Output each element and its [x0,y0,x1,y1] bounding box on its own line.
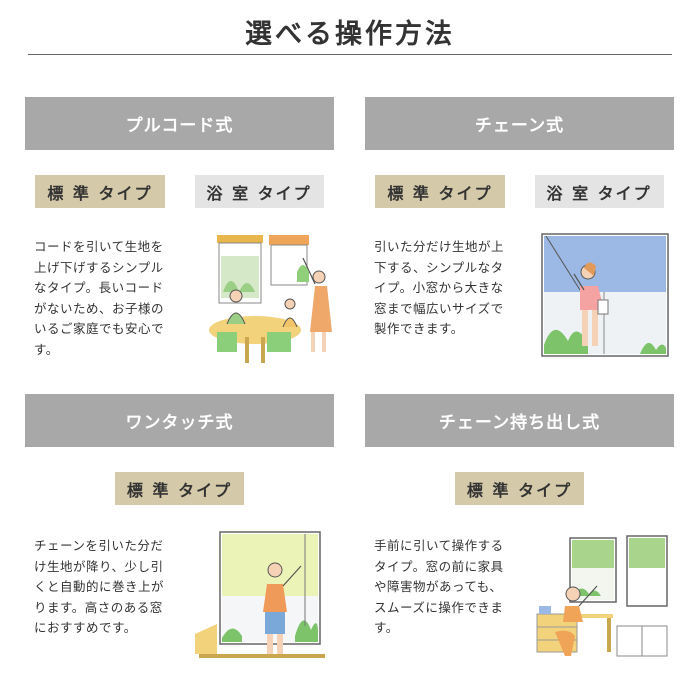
title-divider [28,54,672,55]
standard-type-badge: 標 準 タイプ [35,175,165,208]
page-title: 選べる操作方法 [245,19,455,50]
description-line: いるご家庭でも安心で [34,321,165,336]
dining-family-illustration-icon [209,235,332,363]
panel-chain-extended: チェーン持ち出し式 標 準 タイプ 手前に引いて操作する タイプ。窓の前に家具 … [365,394,674,674]
type-badges: 標 準 タイプ 浴 室 タイプ [25,175,334,208]
description-line: コードを引いて生地を [34,239,164,254]
type-badges: 標 準 タイプ [25,472,334,505]
description-line: くと自動的に巻き上が [34,579,165,594]
panel-header-one-touch: ワンタッチ式 [25,394,334,447]
description-line: がないため、お子様の [34,300,165,316]
description-line: 製作できます。 [374,321,464,336]
description-line: 手前に引いて操作する [374,538,504,553]
panel-description: 手前に引いて操作する タイプ。窓の前に家具 や障害物があっても、 スムーズに操作… [374,536,524,639]
description-line: なタイプ。長いコード [34,280,164,295]
description-line: 引いた分だけ生地が上 [374,239,505,254]
description-line: チェーンを引いた分だ [34,538,164,553]
description-line: イプ。小窓から大きな [374,280,504,295]
bathroom-type-badge: 浴 室 タイプ [194,175,324,208]
child-desk-window-illustration-icon [536,535,668,657]
panel-pull-cord: プルコード式 標 準 タイプ 浴 室 タイプ コードを引いて生地を 上げ下げする… [25,97,334,367]
description-line: 窓まで幅広いサイズで [374,300,504,316]
description-line: す。 [374,620,399,635]
description-line: す。 [34,341,59,357]
woman-one-touch-window-illustration-icon [195,531,325,658]
description-line: 上げ下げするシンプル [34,259,164,275]
description-line: ります。高さのある窓 [34,599,163,615]
panel-description: チェーンを引いた分だ け生地が降り、少し引 くと自動的に巻き上が ります。高さの… [34,536,184,639]
description-line: や障害物があっても、 [374,579,503,594]
panel-one-touch: ワンタッチ式 標 準 タイプ チェーンを引いた分だ け生地が降り、少し引 くと自… [25,394,334,674]
panel-header-pull-cord: プルコード式 [25,97,334,150]
type-badges: 標 準 タイプ 浴 室 タイプ [365,175,674,208]
type-badges: 標 準 タイプ [365,472,674,505]
description-line: タイプ。窓の前に家具 [374,558,504,574]
panel-description: 引いた分だけ生地が上 下する、シンプルなタ イプ。小窓から大きな 窓まで幅広いサ… [374,237,524,340]
panel-header-chain: チェーン式 [365,97,674,150]
standard-type-badge: 標 準 タイプ [454,472,585,505]
description-line: におすすめです。 [34,620,137,635]
panel-header-chain-extended: チェーン持ち出し式 [365,394,674,447]
description-line: スムーズに操作できま [374,599,504,615]
panel-chain: チェーン式 標 準 タイプ 浴 室 タイプ 引いた分だけ生地が上 下する、シンプ… [365,97,674,367]
description-line: け生地が降り、少し引 [34,558,164,574]
woman-chain-window-illustration-icon [541,233,669,357]
bathroom-type-badge: 浴 室 タイプ [534,175,664,208]
description-line: 下する、シンプルなタ [374,259,504,275]
standard-type-badge: 標 準 タイプ [375,175,505,208]
standard-type-badge: 標 準 タイプ [114,472,245,505]
panel-description: コードを引いて生地を 上げ下げするシンプル なタイプ。長いコード がないため、お… [34,237,184,360]
